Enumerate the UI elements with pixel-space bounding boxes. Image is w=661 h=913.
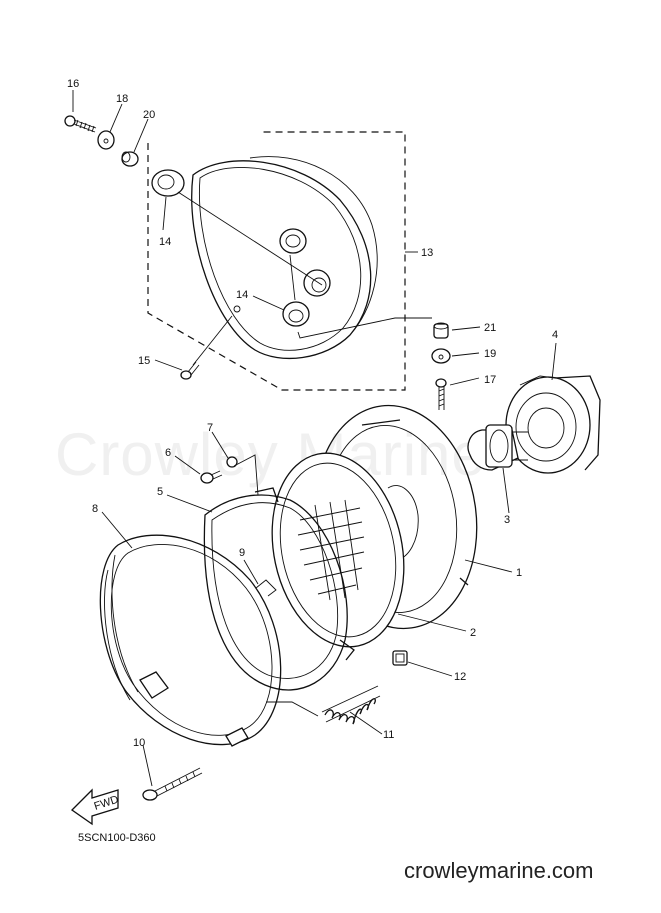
- callout-21: 21: [484, 322, 496, 334]
- callout-1: 1: [516, 567, 522, 579]
- callout-17: 17: [484, 374, 496, 386]
- fwd-arrow-icon: FWD: [70, 788, 120, 826]
- washer-18: [97, 130, 115, 150]
- rim-5: [203, 487, 355, 691]
- callout-19: 19: [484, 348, 496, 360]
- leader-14-to-hole: [177, 191, 323, 286]
- callout-11: 11: [383, 729, 394, 741]
- callout-14-lower: 14: [236, 289, 248, 301]
- collar-20: [121, 151, 139, 167]
- callout-12: 12: [454, 671, 466, 683]
- callout-14-upper: 14: [159, 236, 171, 248]
- leader-15: [192, 315, 233, 366]
- leader-bolt-17-path: [289, 254, 432, 339]
- nut-12: [392, 650, 408, 666]
- screw-10: [142, 767, 203, 801]
- clip-9: [255, 579, 277, 597]
- leader-7-to-rim: [233, 454, 259, 496]
- collar-21: [433, 322, 449, 339]
- callout-10: 10: [133, 737, 145, 749]
- headlight-housing: [191, 156, 378, 360]
- washer-7: [226, 456, 238, 468]
- callout-leaders: [72, 90, 557, 787]
- screw-6: [200, 470, 223, 484]
- callout-labels: 16 18 20 14 14 13 15 21 19 17 4 3 7 6 5 …: [67, 78, 558, 749]
- watermark-text: Crowley Marine: [55, 421, 486, 488]
- footer-url: crowleymarine.com: [404, 858, 594, 883]
- trim-ring-8: [99, 534, 282, 747]
- callout-9: 9: [239, 547, 245, 559]
- callout-8: 8: [92, 503, 98, 515]
- callout-15: 15: [138, 355, 150, 367]
- callout-13: 13: [421, 247, 433, 259]
- callout-3: 3: [504, 514, 510, 526]
- screw-15: [180, 361, 200, 380]
- leader-rim-to-spring: [266, 701, 319, 717]
- callout-2: 2: [470, 627, 476, 639]
- housing-assembly-box: [147, 131, 406, 391]
- callout-5: 5: [157, 486, 163, 498]
- lens-2: [271, 452, 405, 648]
- grommet-14-upper: [151, 169, 185, 197]
- callout-16: 16: [67, 78, 79, 90]
- callout-7: 7: [207, 422, 213, 434]
- bolt-17: [435, 378, 447, 410]
- callout-6: 6: [165, 447, 171, 459]
- bolt-16: [64, 115, 97, 133]
- callout-4: 4: [552, 329, 558, 341]
- bulb-3: [467, 424, 528, 471]
- spring-11: [321, 685, 381, 725]
- diagram-code: 5SCN100-D360: [78, 832, 156, 844]
- callout-18: 18: [116, 93, 128, 105]
- bulb-socket-4: [505, 375, 601, 474]
- washer-19: [431, 348, 451, 364]
- callout-20: 20: [143, 109, 155, 121]
